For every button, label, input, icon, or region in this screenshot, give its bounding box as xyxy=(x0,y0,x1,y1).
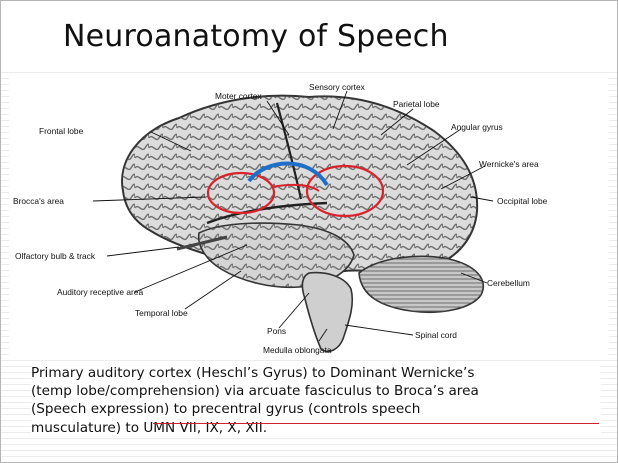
title-band: Neuroanatomy of Speech xyxy=(1,1,617,71)
label-sensory-cortex: Sensory cortex xyxy=(309,82,366,92)
label-medulla: Medulla oblongata xyxy=(263,345,332,355)
label-cerebellum: Cerebellum xyxy=(487,278,530,288)
label-occipital-lobe: Occipital lobe xyxy=(497,196,548,206)
brainstem-shape xyxy=(302,273,352,352)
brain-illustration: Moter cortex Sensory cortex Parietal lob… xyxy=(9,73,609,359)
label-olfactory-bulb: Olfactory bulb & track xyxy=(15,251,96,261)
label-frontal-lobe: Frontal lobe xyxy=(39,126,84,136)
body-line: musculature) to UMN VII, IX, X, XII. xyxy=(31,419,601,437)
label-motor-cortex: Moter cortex xyxy=(215,91,262,101)
brain-diagram: Moter cortex Sensory cortex Parietal lob… xyxy=(9,73,609,359)
body-line: Primary auditory cortex (Heschl’s Gyrus)… xyxy=(31,364,601,382)
label-pons: Pons xyxy=(267,326,286,336)
body-line: (Speech expression) to precentral gyrus … xyxy=(31,400,601,418)
label-angular-gyrus: Angular gyrus xyxy=(451,122,503,132)
label-wernickes-area: Wernicke's area xyxy=(479,159,539,169)
label-temporal-lobe: Temporal lobe xyxy=(135,308,188,318)
cerebellum-folia xyxy=(359,256,483,312)
label-parietal-lobe: Parietal lobe xyxy=(393,99,440,109)
red-underline xyxy=(153,423,599,424)
label-auditory-area: Auditory receptive area xyxy=(57,287,143,297)
body-line: (temp lobe/comprehension) via arcuate fa… xyxy=(31,382,601,400)
slide-title: Neuroanatomy of Speech xyxy=(63,19,449,54)
label-spinal-cord: Spinal cord xyxy=(415,330,457,340)
label-brocas-area: Brocca's area xyxy=(13,196,64,206)
body-paragraph: Primary auditory cortex (Heschl’s Gyrus)… xyxy=(31,364,601,437)
